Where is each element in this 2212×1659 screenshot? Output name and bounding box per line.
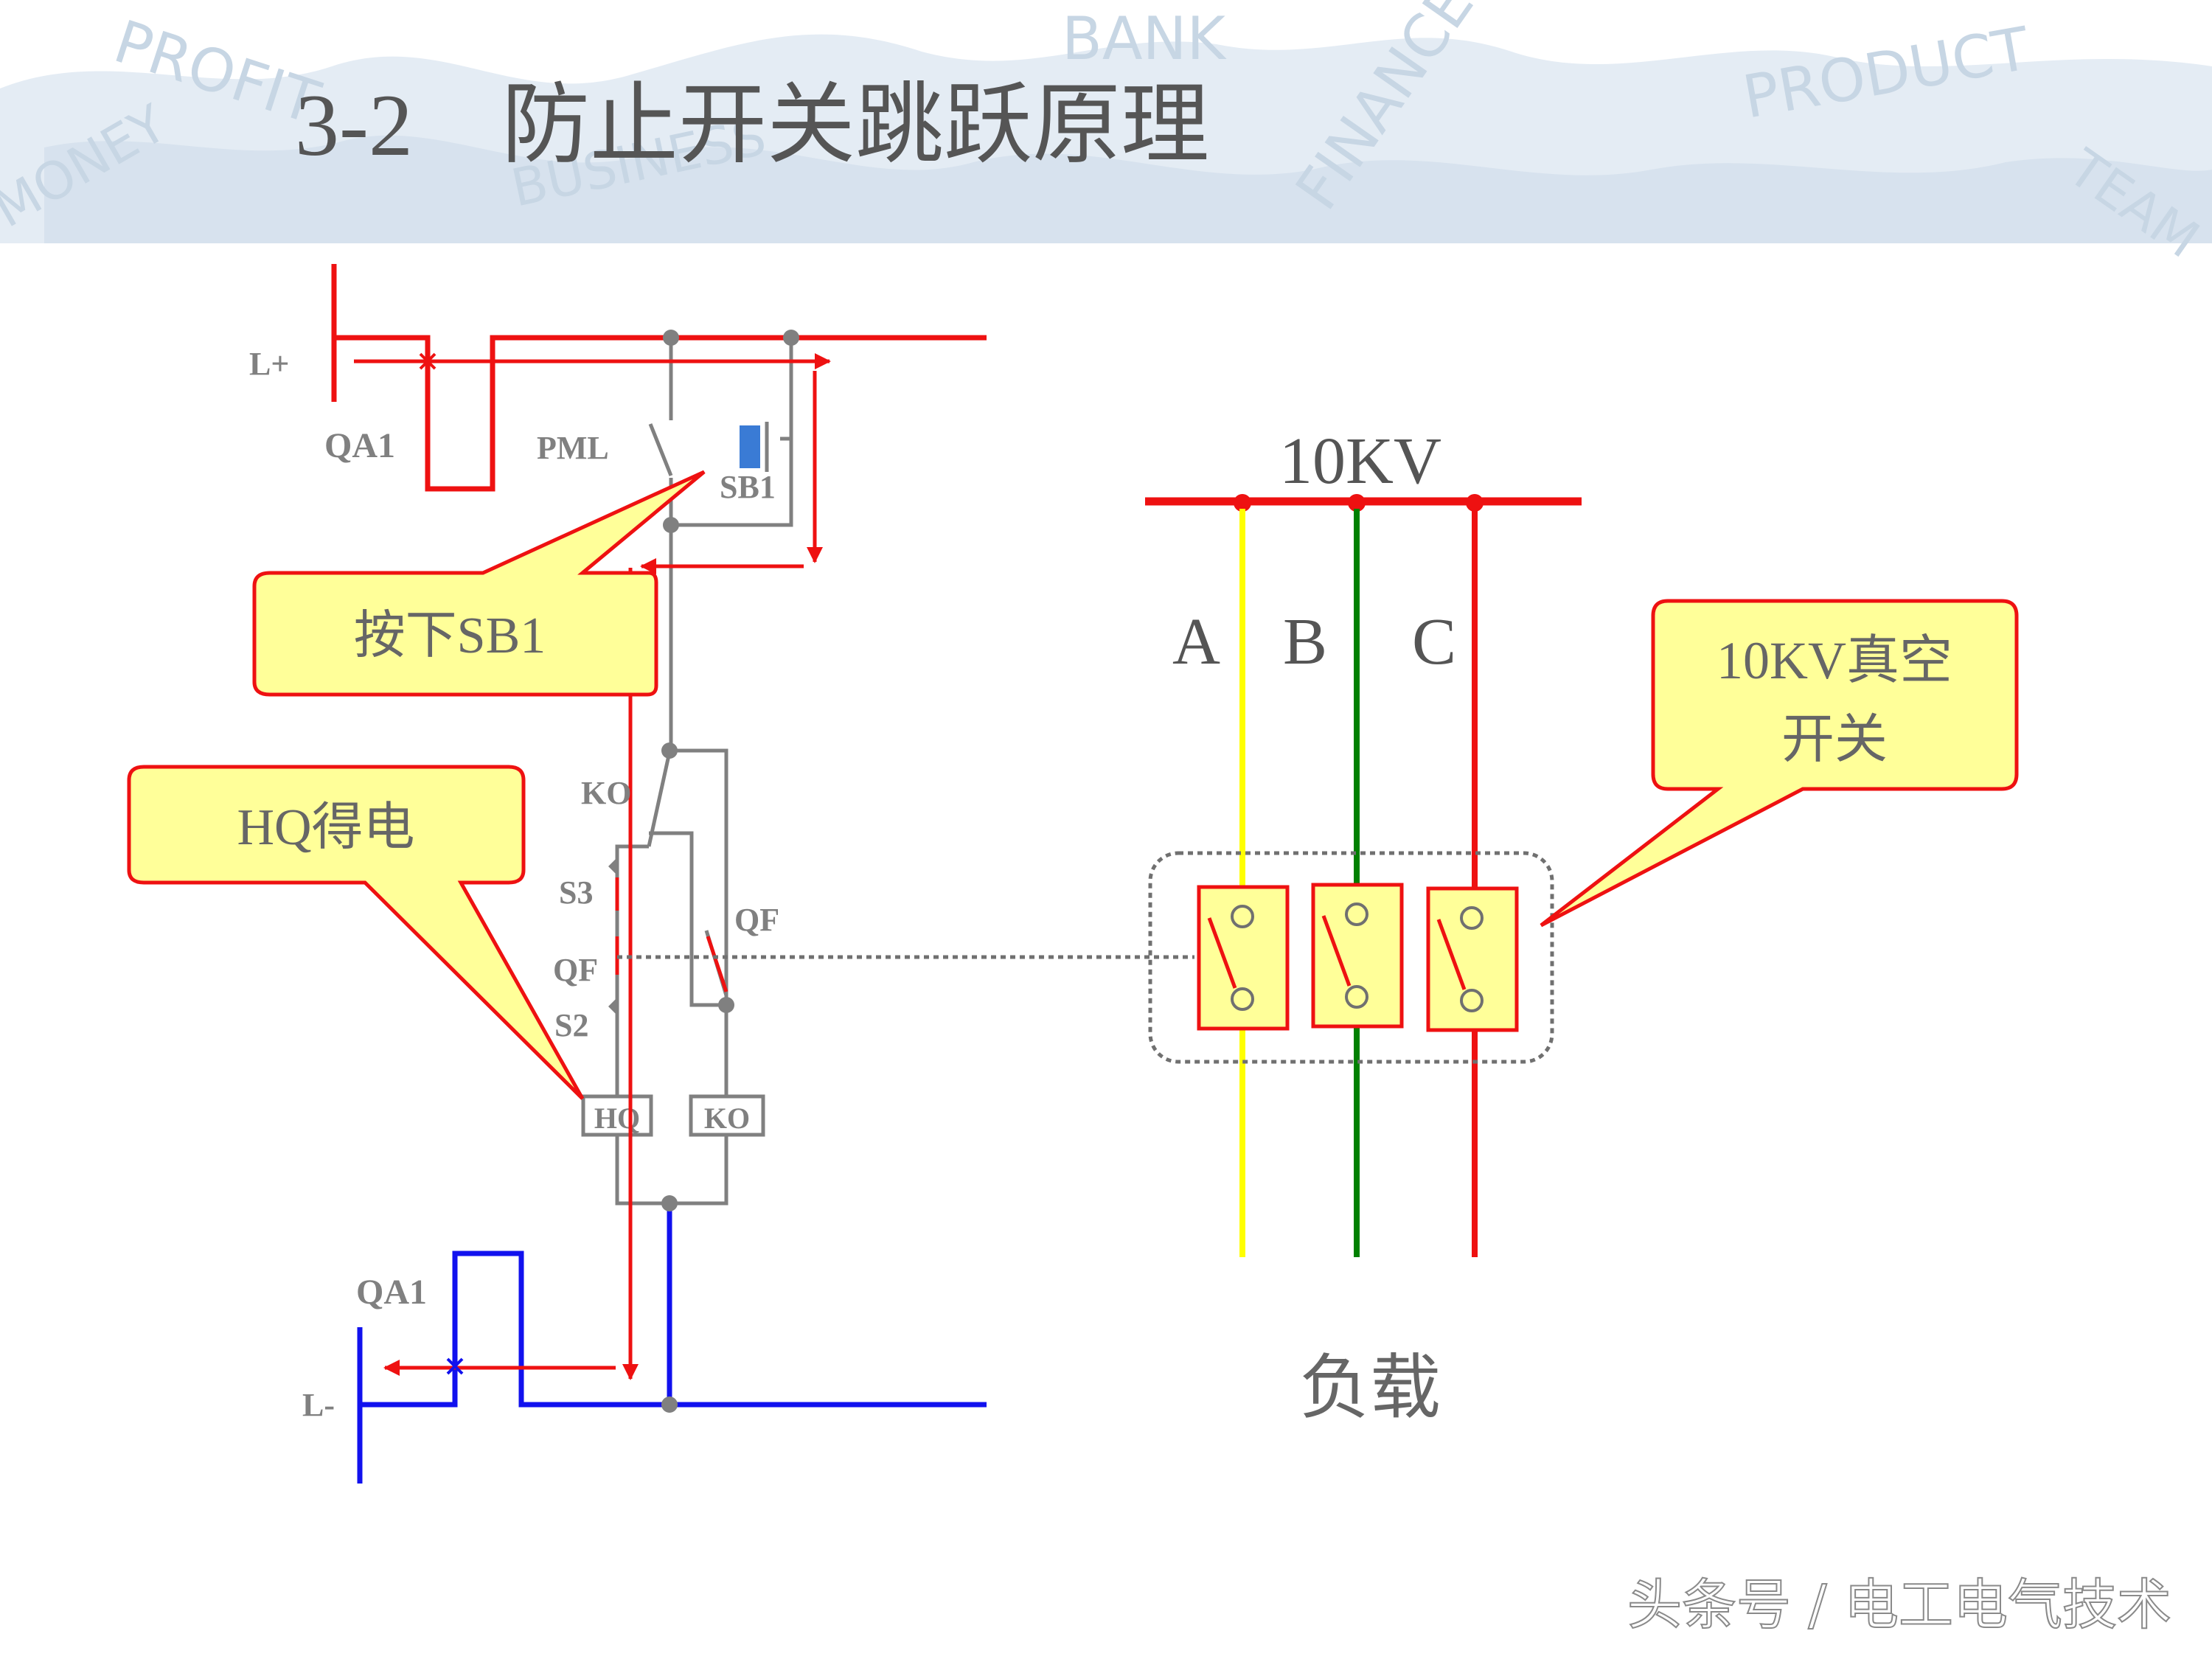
junction-dot <box>661 1397 678 1413</box>
callout-vacuum-breaker-line1: 10KV真空 <box>1717 631 1952 690</box>
pole-c <box>1426 886 1519 1032</box>
left-branch <box>615 844 649 1113</box>
phase-c-label: C <box>1412 605 1456 678</box>
hq-coil <box>581 1094 653 1137</box>
qf-contact-right-red <box>706 936 728 992</box>
callout-hq-energized: HQ得电 <box>127 765 585 1100</box>
junction-dot <box>663 330 679 346</box>
l-plus-label: L+ <box>249 346 289 382</box>
footer-watermark: 头条号 / 电工电气技术 <box>1627 1573 2171 1637</box>
junction-dot <box>783 330 799 346</box>
bus-tap-b <box>1348 494 1366 512</box>
breaker-diagram: 10KV A B C <box>1145 425 2019 1427</box>
middle-branch <box>649 831 726 1007</box>
callout-hq-energized-text: HQ得电 <box>237 799 414 856</box>
junction-dot <box>661 742 678 759</box>
ko-contact-right <box>669 748 728 1113</box>
pole-b <box>1311 883 1404 1029</box>
bus-tap-a <box>1234 494 1251 512</box>
pml-label: PML <box>537 430 609 466</box>
ko-contact-label: KO <box>581 775 631 811</box>
callout-vacuum-breaker-line2: 开关 <box>1781 710 1888 769</box>
load-label: 负载 <box>1299 1349 1441 1427</box>
breaker-enclosure <box>1148 851 1554 1064</box>
sb1-label: SB1 <box>720 469 776 505</box>
junction-dot <box>661 1195 678 1211</box>
ko-coil-label: KO <box>704 1102 750 1135</box>
sb1-button <box>740 425 760 468</box>
qf-right-label: QF <box>734 902 779 938</box>
qa1-top-label: QA1 <box>324 426 395 465</box>
bus-tap-c <box>1466 494 1484 512</box>
callout-press-sb1: 按下SB1 <box>252 470 706 697</box>
callout-vacuum-breaker: 10KV真空 开关 <box>1540 599 2019 928</box>
hq-coil-label: HQ <box>594 1102 640 1135</box>
s2-label: S2 <box>554 1007 588 1043</box>
l-plus-bus <box>331 264 987 492</box>
bus-label: 10KV <box>1279 425 1441 498</box>
coil-return <box>615 1135 728 1206</box>
control-circuit: HQ KO L+ L- QA1 QA1 <box>127 264 1194 1484</box>
junction-dot <box>663 517 679 533</box>
s3-mark <box>608 858 617 875</box>
phase-a-label: A <box>1172 605 1220 678</box>
l-minus-bus <box>357 1251 987 1484</box>
pml-contact <box>648 423 673 476</box>
phase-b-label: B <box>1283 605 1327 678</box>
cross-mark-bottom-2 <box>446 1357 464 1375</box>
world-map-shape-2 <box>44 135 2212 243</box>
ko-coil <box>689 1094 765 1137</box>
qa1-bottom-label: QA1 <box>356 1273 427 1312</box>
junction-dot <box>718 997 734 1013</box>
qf-left-label: QF <box>553 952 598 988</box>
header-band: PROFIT BANK FINANCE PRODUCT MONEY BUSINE… <box>0 0 2212 270</box>
l-minus-label: L- <box>302 1387 335 1423</box>
s2-mark <box>608 998 617 1015</box>
watermark-word: BANK <box>1062 4 1227 73</box>
callout-press-sb1-text: 按下SB1 <box>354 608 546 664</box>
ko-contact <box>647 751 672 847</box>
pole-a <box>1197 885 1290 1031</box>
s3-label: S3 <box>559 874 593 911</box>
cross-mark-top-2 <box>419 352 437 370</box>
sb1-contact <box>671 437 793 527</box>
page-title: 3-2 防止开关跳跃原理 <box>295 76 1209 174</box>
